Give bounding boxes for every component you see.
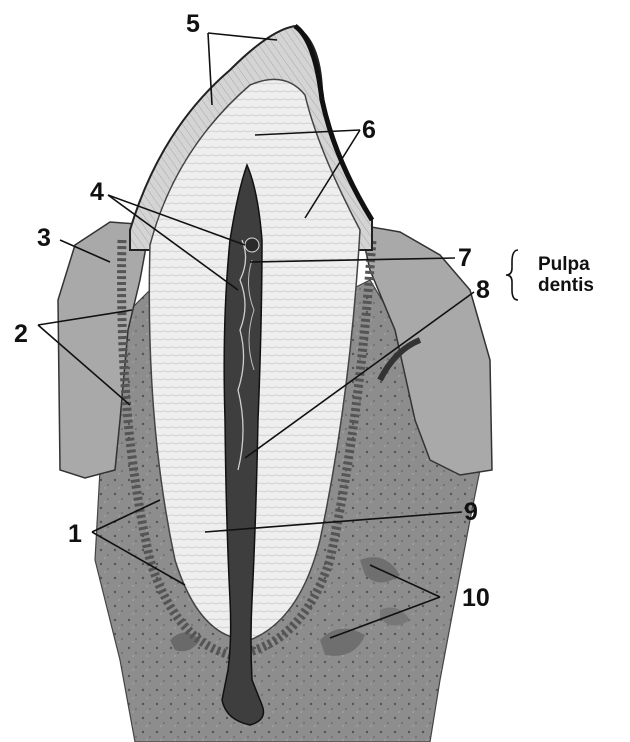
label-10: 10 bbox=[462, 584, 490, 612]
label-3: 3 bbox=[37, 224, 51, 252]
label-7: 7 bbox=[458, 244, 472, 272]
pulpa-label: Pulpa bbox=[538, 254, 590, 275]
label-8: 8 bbox=[476, 276, 490, 304]
label-1: 1 bbox=[68, 520, 82, 548]
label-5: 5 bbox=[186, 10, 200, 38]
label-6: 6 bbox=[362, 116, 376, 144]
dentis-label: dentis bbox=[538, 275, 594, 296]
label-2: 2 bbox=[14, 320, 28, 348]
label-4: 4 bbox=[90, 178, 104, 206]
label-9: 9 bbox=[464, 498, 478, 526]
